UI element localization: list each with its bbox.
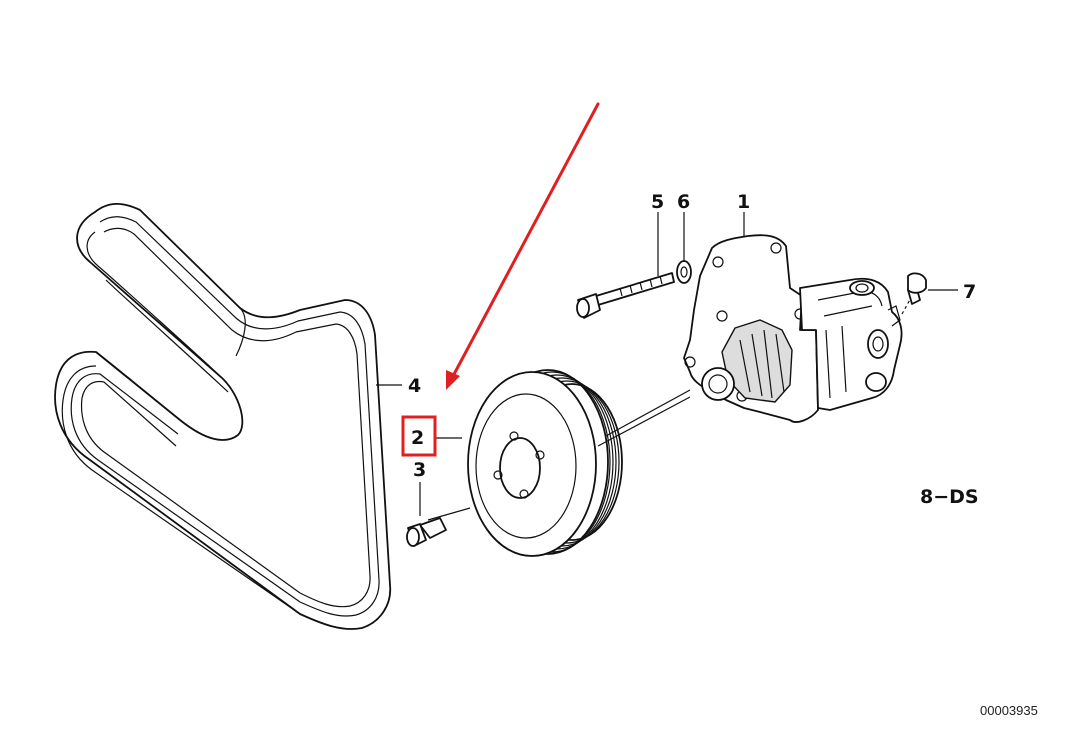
leader-lines: [376, 212, 958, 516]
belt-drawing: [54, 202, 392, 630]
callout-4: 4: [408, 375, 421, 397]
screw-drawing: [406, 507, 471, 547]
washer-drawing: [676, 260, 692, 284]
callout-1: 1: [737, 191, 750, 213]
figure-number: 00003935: [980, 703, 1038, 718]
highlight-box: [401, 415, 437, 457]
diagram-code: 8−DS: [920, 486, 979, 508]
callout-7: 7: [963, 281, 976, 303]
callout-2: 2: [411, 427, 424, 449]
callout-3: 3: [413, 459, 426, 481]
pump-drawing: [683, 234, 913, 423]
pulley-drawing: [467, 369, 691, 557]
callout-5: 5: [651, 191, 664, 213]
small-screw-drawing: [907, 272, 927, 305]
red-arrow: [446, 102, 600, 390]
bolt-drawing: [576, 272, 675, 319]
callout-6: 6: [677, 191, 690, 213]
